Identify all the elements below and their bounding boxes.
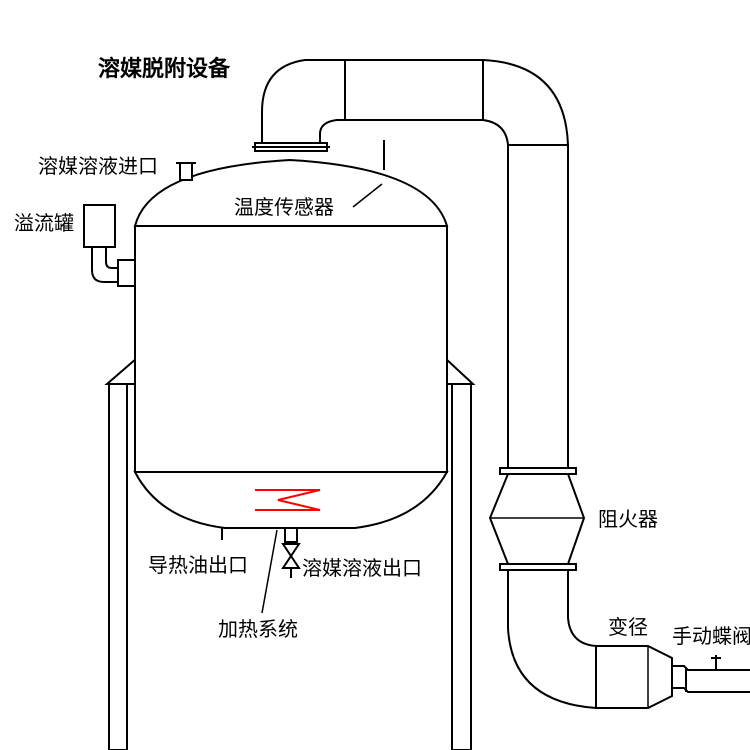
label-inlet: 溶媒溶液进口: [38, 154, 158, 178]
vessel: [133, 158, 449, 529]
heating-system-leader: [261, 529, 278, 614]
solvent-outlet-stub: [284, 527, 298, 543]
inlet-nozzle: [179, 162, 193, 181]
label-butterfly-valve: 手动蝶阀: [672, 624, 750, 648]
label-overflow-tank: 溢流罐: [14, 211, 74, 235]
outlet-valve-icon: [281, 543, 301, 558]
exhaust-pipe: [252, 59, 750, 709]
label-reducer: 变径: [608, 615, 648, 639]
horizontal-pipe: [344, 59, 484, 121]
label-temp-sensor: 温度传感器: [234, 195, 334, 219]
diagram-title: 溶媒脱附设备: [98, 56, 231, 82]
heating-coil-icon: [255, 489, 321, 511]
support-frame: [104, 355, 476, 750]
vessel-bottom-dish: [133, 471, 449, 529]
vessel-body: [134, 225, 448, 473]
flame-arrester-body: [488, 473, 586, 565]
vessel-top-dome: [133, 158, 449, 227]
temp-sensor-leader: [352, 183, 383, 208]
label-flame-arrester: 阻火器: [598, 507, 658, 531]
label-oil-outlet: 导热油出口: [148, 553, 248, 577]
top-nozzles: [176, 140, 385, 181]
label-solvent-outlet: 溶媒溶液出口: [302, 556, 422, 580]
overflow-tank: [83, 204, 136, 287]
reducer: [595, 645, 673, 709]
heating-coil: [255, 489, 321, 511]
label-heating-system: 加热系统: [218, 617, 298, 641]
bottom-outlets: [221, 527, 301, 578]
overflow-tank-box: [83, 204, 116, 248]
